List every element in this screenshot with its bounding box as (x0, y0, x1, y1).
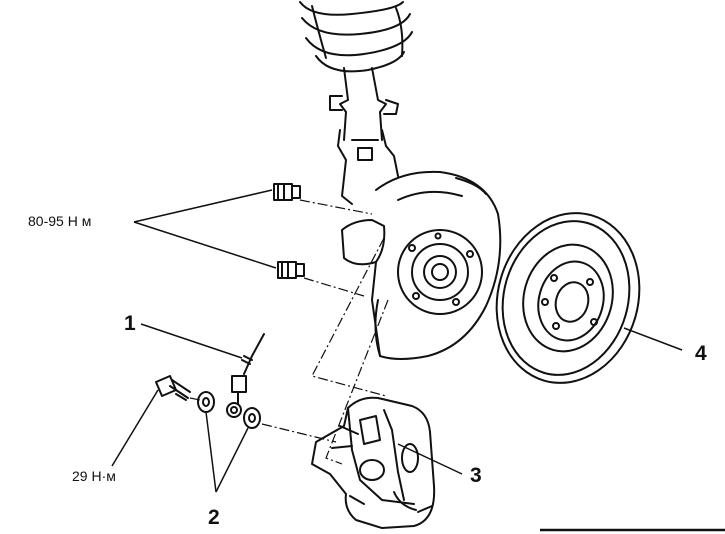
brake-hose (226, 333, 265, 418)
steering-knuckle (341, 170, 502, 360)
gasket-washer-left (197, 391, 215, 413)
brake-disc (495, 212, 641, 384)
coil-spring (299, 1, 413, 73)
strut-body (329, 67, 399, 205)
callout-number-2: 2 (208, 506, 220, 529)
union-bolt (155, 375, 191, 401)
leader-lines (111, 189, 683, 493)
torque-label-hub-bolts: 80-95 Н м (28, 213, 92, 229)
callout-number-1: 1 (124, 312, 136, 335)
callout-number-4: 4 (695, 342, 707, 365)
brake-caliper (311, 396, 436, 529)
torque-label-caliper-bolt: 29 Н·м (72, 468, 116, 484)
callout-number-3: 3 (470, 464, 482, 487)
gasket-washer-right (243, 407, 261, 429)
hub-mounting-bolt-lower (277, 261, 305, 279)
hub-mounting-bolt-upper (273, 183, 301, 201)
assembly-lines (189, 199, 389, 465)
